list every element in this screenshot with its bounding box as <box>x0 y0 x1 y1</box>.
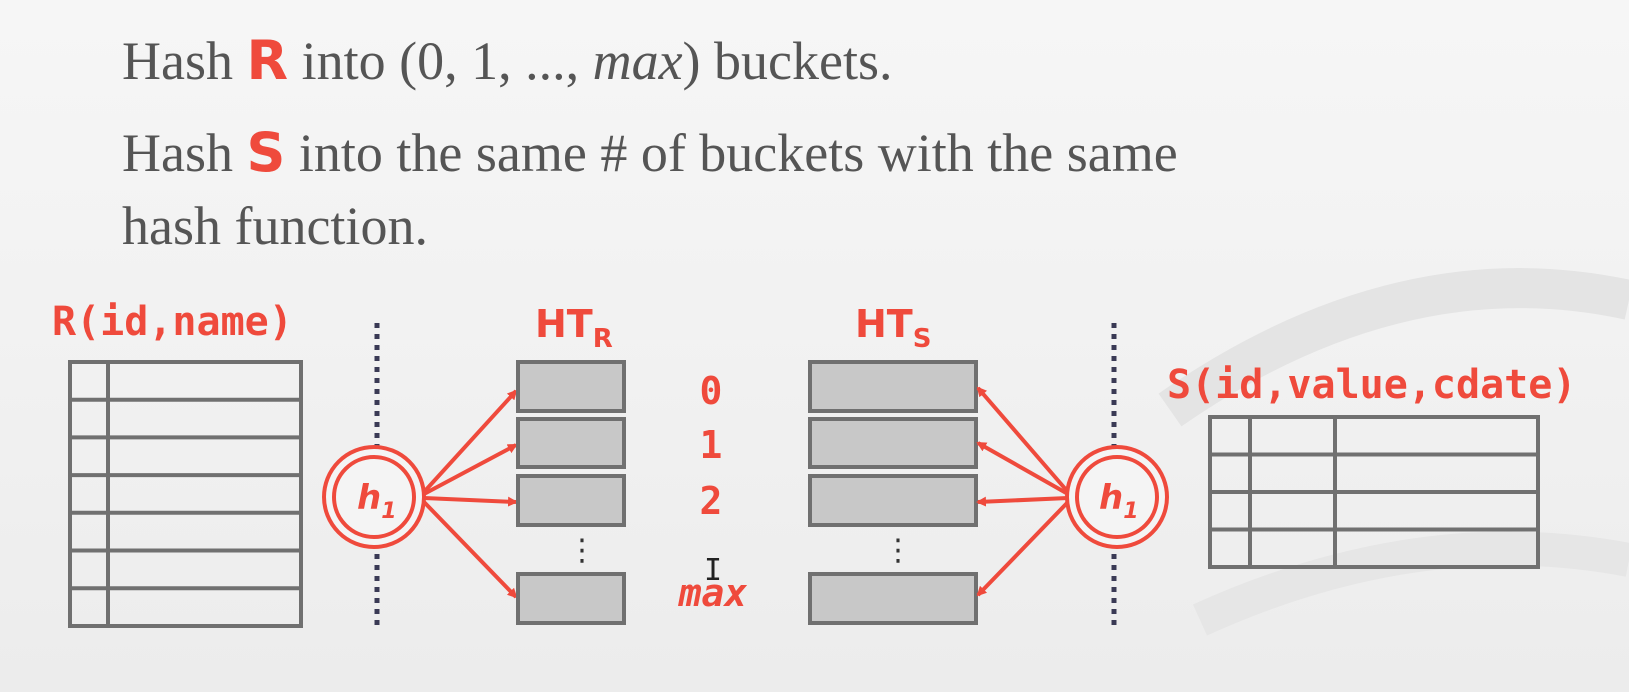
line2-post: into the same # of buckets with the same <box>285 123 1178 183</box>
relation-s-highlight: S <box>246 121 286 184</box>
arrows-left <box>422 389 518 599</box>
hash-fn-left-base: h <box>357 478 381 518</box>
table-s <box>1208 415 1540 569</box>
table-r-label: R(id,name) <box>52 299 293 345</box>
table-r <box>68 360 303 628</box>
hash-function-right: h1 <box>1065 445 1169 549</box>
ht-r-base: HT <box>535 302 593 346</box>
line2-pre: Hash <box>122 123 247 183</box>
watermark-arc <box>1158 268 1629 427</box>
arrows-right <box>976 386 1070 597</box>
text-cursor-icon: I <box>704 553 722 588</box>
line1-post: ) buckets. <box>682 31 893 91</box>
bullet-line-2: Hash S into the same # of buckets with t… <box>122 123 1178 183</box>
hash-function-left: h1 <box>322 445 426 549</box>
bucket-index-2: 2 <box>700 479 723 523</box>
ht-r-ellipsis: ⋮ <box>567 533 597 568</box>
ht-s-ellipsis: ⋮ <box>883 533 913 568</box>
bucket-index-max: max <box>678 571 748 615</box>
table-s-label: S(id,value,cdate) <box>1167 362 1576 408</box>
ht-r-sub: R <box>593 324 613 354</box>
svg-text:h1: h1 <box>357 478 397 524</box>
hash-fn-right-base: h <box>1099 478 1123 518</box>
line1-mid: into (0, 1, ..., <box>288 31 593 91</box>
line1-max: max <box>592 31 683 91</box>
bucket-index-1: 1 <box>700 423 723 467</box>
ht-r-label: HTR <box>535 302 613 354</box>
ht-s-sub: S <box>913 324 932 354</box>
bullet-line-1: Hash R into (0, 1, ..., max) buckets. <box>122 31 893 91</box>
bullet-line-3: hash function. <box>122 196 428 256</box>
bucket-index-0: 0 <box>700 369 723 413</box>
ht-s-buckets <box>808 360 978 625</box>
ht-r-buckets <box>516 360 626 625</box>
relation-r-highlight: R <box>246 29 289 92</box>
svg-text:h1: h1 <box>1099 478 1139 524</box>
ht-s-base: HT <box>855 302 913 346</box>
hash-fn-left-sub: 1 <box>381 499 396 524</box>
line1-pre: Hash <box>122 31 247 91</box>
ht-s-label: HTS <box>855 302 931 354</box>
watermark-arc-lower <box>1192 531 1629 636</box>
hash-fn-right-sub: 1 <box>1123 499 1138 524</box>
